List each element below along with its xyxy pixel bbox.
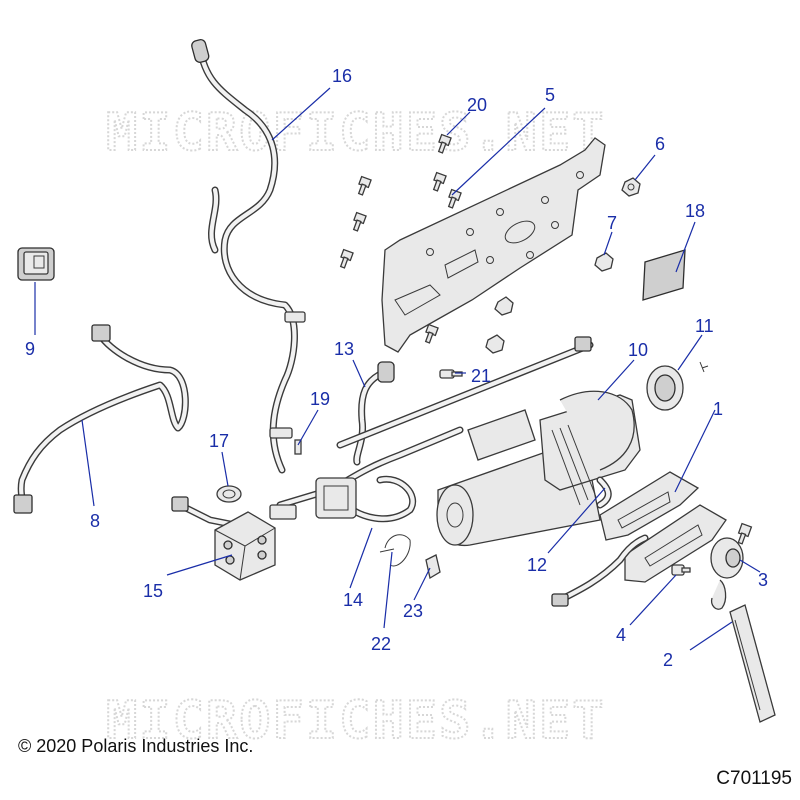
winch-10[interactable] xyxy=(436,390,641,547)
nut-6[interactable] xyxy=(621,177,641,197)
callout-22[interactable]: 22 xyxy=(371,634,391,654)
callout-12[interactable]: 12 xyxy=(527,555,547,575)
gear-cover-11[interactable] xyxy=(646,361,709,411)
strap-22[interactable] xyxy=(379,534,411,567)
screw-21[interactable] xyxy=(439,369,463,379)
wire-harness-16[interactable] xyxy=(191,39,306,474)
callout-15[interactable]: 15 xyxy=(143,581,163,601)
callout-21[interactable]: 21 xyxy=(471,366,491,386)
callout-14[interactable]: 14 xyxy=(343,590,363,610)
switch-9[interactable] xyxy=(17,247,55,281)
hook-strap-2[interactable] xyxy=(710,579,776,723)
fairlead-plate xyxy=(624,504,727,583)
mounting-plate-5[interactable] xyxy=(381,137,606,353)
callout-20[interactable]: 20 xyxy=(467,95,487,115)
bracket-1[interactable] xyxy=(599,471,700,541)
callout-11[interactable]: 11 xyxy=(695,316,714,336)
callout-5[interactable]: 5 xyxy=(545,85,555,105)
callout-13[interactable]: 13 xyxy=(334,339,354,359)
screw-19[interactable] xyxy=(294,439,302,455)
callout-18[interactable]: 18 xyxy=(685,201,705,221)
bolts-20[interactable] xyxy=(338,133,462,344)
bolt-4[interactable] xyxy=(671,564,691,576)
callout-19[interactable]: 19 xyxy=(310,389,330,409)
nut-7[interactable] xyxy=(594,252,614,272)
callout-8[interactable]: 8 xyxy=(90,511,100,531)
wire-13[interactable] xyxy=(353,361,395,466)
clip-23[interactable] xyxy=(425,554,441,580)
callout-16[interactable]: 16 xyxy=(332,66,352,86)
nut-plate xyxy=(494,296,514,316)
callout-labels: 16 20 5 6 18 7 9 13 10 11 21 19 1 17 8 1… xyxy=(25,66,768,670)
label-18[interactable] xyxy=(642,249,686,301)
pulley-3[interactable] xyxy=(710,522,753,579)
figure-id: C701195 xyxy=(716,768,792,789)
watermark-top: MICROFICHES.NET xyxy=(106,103,606,163)
callout-7[interactable]: 7 xyxy=(607,213,617,233)
nut-plate-2 xyxy=(485,334,505,354)
callout-23[interactable]: 23 xyxy=(403,601,423,621)
rope-12[interactable] xyxy=(596,476,612,509)
callout-10[interactable]: 10 xyxy=(628,340,648,360)
callout-9[interactable]: 9 xyxy=(25,339,35,359)
contactor-assembly-14[interactable] xyxy=(269,426,464,523)
callout-1[interactable]: 1 xyxy=(713,399,723,419)
winch-cable-harness xyxy=(336,336,594,449)
solenoid-15[interactable] xyxy=(171,496,276,581)
leader-lines xyxy=(34,87,761,651)
harness-8[interactable] xyxy=(13,324,189,514)
callout-4[interactable]: 4 xyxy=(616,625,626,645)
callout-6[interactable]: 6 xyxy=(655,134,665,154)
callout-17[interactable]: 17 xyxy=(209,431,229,451)
copyright-text: © 2020 Polaris Industries Inc. xyxy=(18,736,254,756)
clip-17[interactable] xyxy=(216,485,242,503)
watermark-bottom: MICROFICHES.NET xyxy=(106,691,606,751)
callout-2[interactable]: 2 xyxy=(663,650,673,670)
winch-cable xyxy=(551,534,649,607)
callout-3[interactable]: 3 xyxy=(758,570,768,590)
